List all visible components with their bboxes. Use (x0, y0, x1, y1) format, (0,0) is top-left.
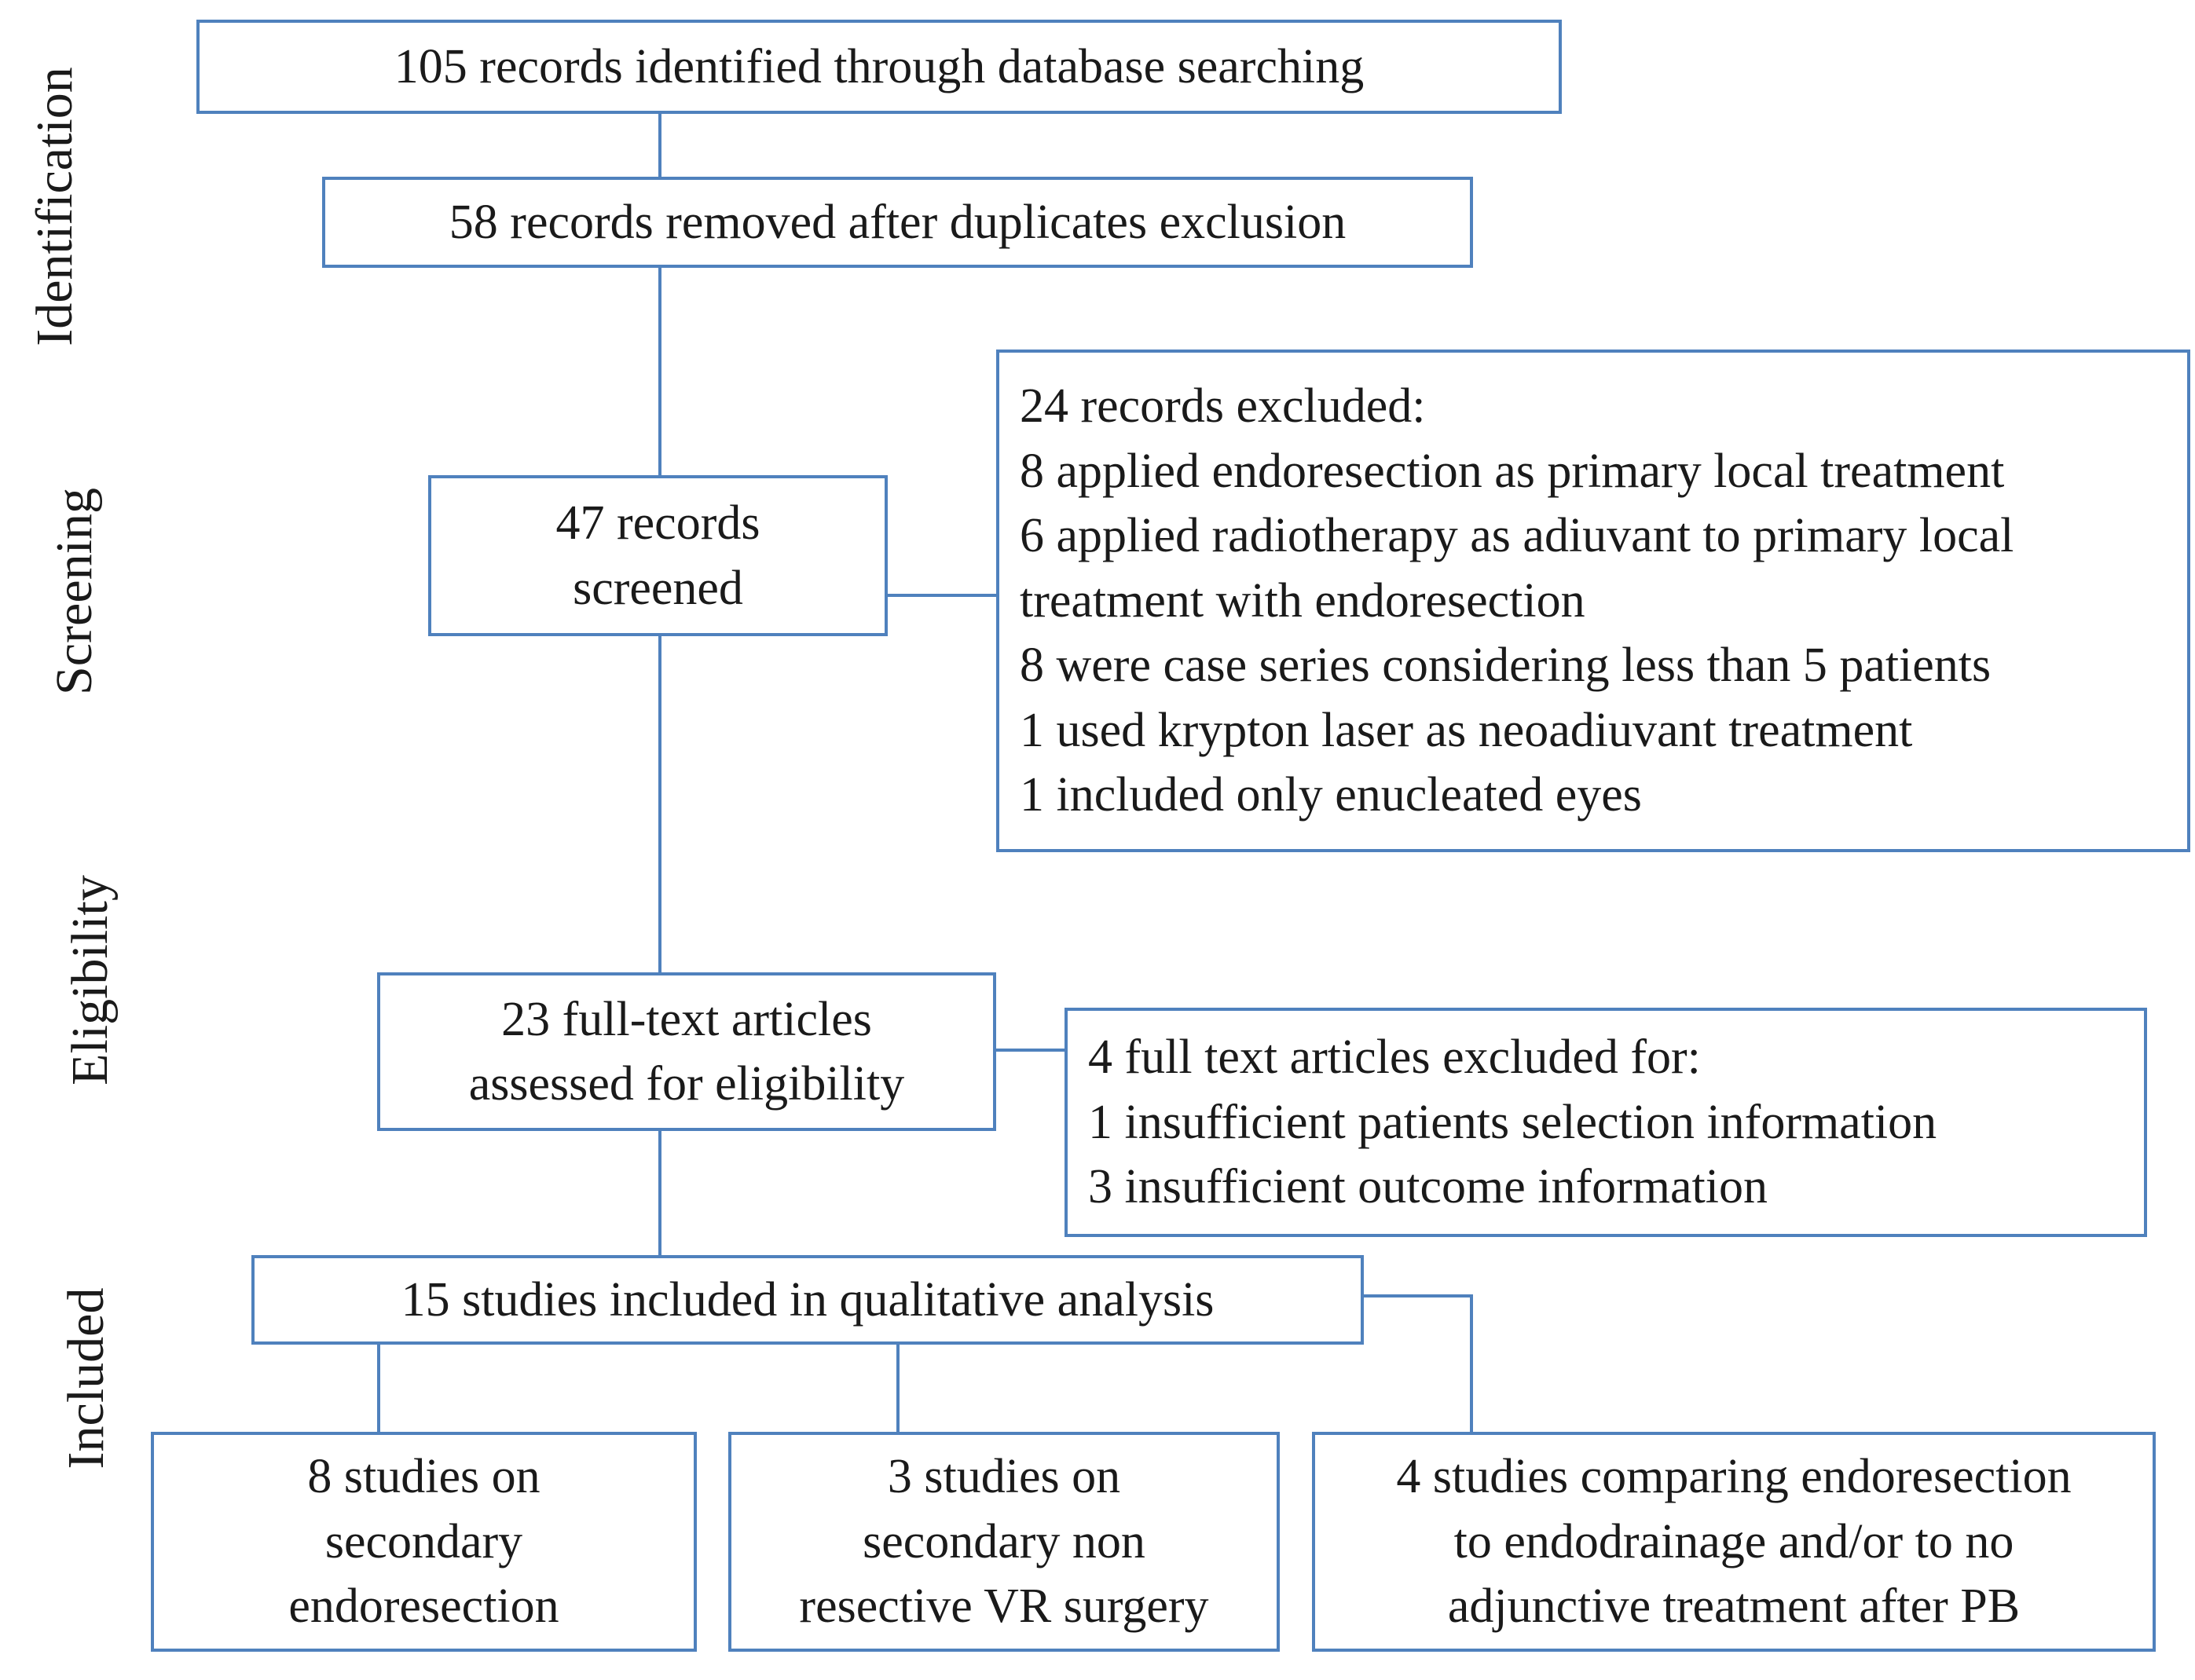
box-fulltext-assessed: 23 full-text articles assessed for eligi… (377, 972, 996, 1131)
box-secondary-endoresection: 8 studies on secondary endoresection (151, 1432, 697, 1652)
box-text-line: assessed for eligibility (468, 1057, 905, 1111)
box-text-line: 1 included only enucleated eyes (1020, 768, 1642, 822)
box-text-line: treatment with endoresection (1020, 573, 1585, 628)
box-after-duplicates: 58 records removed after duplicates excl… (322, 177, 1473, 268)
box-secondary-nonresective: 3 studies on secondary non resective VR … (728, 1432, 1280, 1652)
box-text-line: 3 insufficient outcome information (1088, 1160, 1768, 1214)
box-text-line: 6 applied radiotherapy as adiuvant to pr… (1020, 509, 2014, 563)
box-text-line: 4 full text articles excluded for: (1088, 1030, 1701, 1085)
box-text-line: 8 studies on (307, 1450, 541, 1504)
box-text-line: 15 studies included in qualitative analy… (401, 1272, 1215, 1327)
box-text-line: 8 were case series considering less than… (1020, 639, 1992, 693)
box-fulltext-excluded: 4 full text articles excluded for: 1 ins… (1065, 1008, 2147, 1237)
box-text-line: to endodrainage and/or to no (1453, 1514, 2014, 1568)
box-text-line: adjunctive treatment after PB (1447, 1579, 2021, 1634)
box-text-line: 24 records excluded: (1020, 379, 1426, 434)
box-text-line: 105 records identified through database … (394, 39, 1365, 93)
box-records-excluded: 24 records excluded: 8 applied endoresec… (996, 350, 2190, 852)
box-text-line: 23 full-text articles (501, 992, 872, 1046)
box-text-line: 8 applied endoresection as primary local… (1020, 444, 2005, 498)
box-text-line: secondary non (863, 1514, 1145, 1568)
box-text-line: resective VR surgery (799, 1579, 1209, 1634)
box-text-line: 47 records (555, 496, 760, 551)
box-records-identified: 105 records identified through database … (196, 20, 1562, 114)
box-text-line: 4 studies comparing endoresection (1396, 1450, 2072, 1504)
box-records-screened: 47 records screened (428, 475, 888, 636)
connector-included-branch-3 (1364, 1294, 1473, 1432)
box-text-line: screened (573, 561, 743, 615)
box-text-line: 58 records removed after duplicates excl… (449, 195, 1347, 249)
box-text-line: 3 studies on (887, 1450, 1121, 1504)
box-comparing-studies: 4 studies comparing endoresection to end… (1312, 1432, 2156, 1652)
box-text-line: secondary (324, 1514, 523, 1568)
box-text-line: endoresection (288, 1579, 559, 1634)
box-included-qualitative: 15 studies included in qualitative analy… (251, 1255, 1364, 1345)
stage-label-included: Included (57, 1287, 115, 1470)
box-text-line: 1 insufficient patients selection inform… (1088, 1095, 1937, 1149)
box-text-line: 1 used krypton laser as neoadiuvant trea… (1020, 703, 1913, 757)
